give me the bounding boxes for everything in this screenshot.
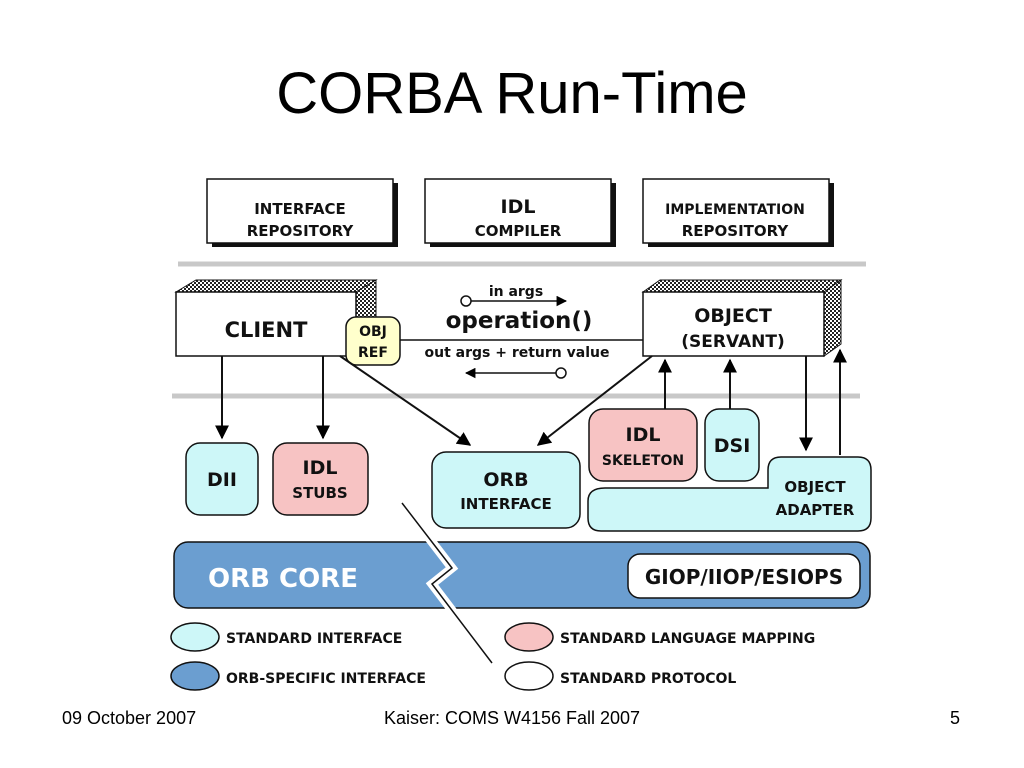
legend-protocol-label: STANDARD PROTOCOL — [560, 671, 736, 687]
legend-language-mapping-label: STANDARD LANGUAGE MAPPING — [560, 631, 815, 647]
implementation-repository-label-1: IMPLEMENTATION — [665, 202, 805, 218]
legend-orb-specific-swatch — [170, 661, 220, 691]
object-adapter-label-1: OBJECT — [784, 478, 846, 496]
client-to-orb-interface-arrow — [339, 355, 472, 446]
slide-title: CORBA Run-Time — [276, 61, 748, 126]
dsi-box: DSI — [704, 408, 760, 482]
out-args-start-node — [555, 367, 567, 379]
object-adapter-box: OBJECT ADAPTER — [587, 456, 872, 532]
idl-compiler-box: IDL COMPILER — [424, 178, 616, 247]
legend-standard-interface-swatch — [170, 622, 220, 652]
legend-orb-specific-label: ORB-SPECIFIC INTERFACE — [226, 671, 426, 687]
servant-label: (SERVANT) — [681, 332, 784, 352]
idl-stubs-label-1: IDL — [303, 457, 338, 479]
idl-skeleton-label-2: SKELETON — [602, 453, 684, 469]
operation-call: in args operation() out args + return va… — [400, 284, 643, 379]
legend-language-mapping-swatch — [504, 622, 554, 652]
idl-skeleton-label-1: IDL — [626, 424, 661, 446]
break-line — [398, 500, 496, 666]
obj-ref-label-1: OBJ — [359, 324, 387, 340]
idl-stubs-box: IDL STUBS — [272, 442, 369, 516]
orb-interface-box: ORB INTERFACE — [431, 451, 581, 529]
legend: STANDARD INTERFACE STANDARD LANGUAGE MAP… — [170, 622, 815, 691]
operation-label: operation() — [446, 308, 593, 334]
idl-skeleton-box: IDL SKELETON — [588, 408, 698, 482]
object-servant-box: OBJECT (SERVANT) — [641, 279, 843, 357]
orb-interface-label-2: INTERFACE — [460, 495, 552, 513]
dii-box: DII — [185, 442, 259, 516]
protocols-box — [627, 553, 861, 599]
legend-standard-interface-label: STANDARD INTERFACE — [226, 631, 402, 647]
connector-arrows — [215, 348, 847, 455]
object-adapter-label-2: ADAPTER — [776, 501, 855, 519]
orb-interface-label-1: ORB — [483, 469, 528, 491]
idl-stubs-label-2: STUBS — [292, 484, 347, 502]
slide-number: 5 — [950, 708, 961, 728]
implementation-repository-box: IMPLEMENTATION REPOSITORY — [642, 178, 834, 247]
footer-date: 09 October 2007 — [62, 708, 197, 728]
object-label: OBJECT — [694, 305, 772, 327]
client-box: CLIENT — [174, 279, 378, 357]
object-to-orb-interface-arrow — [536, 355, 653, 446]
orb-core-bar: ORB CORE GIOP/IIOP/ESIOPS — [173, 541, 871, 609]
idl-compiler-label-2: COMPILER — [475, 222, 562, 240]
dsi-label: DSI — [714, 435, 751, 457]
protocols-label: GIOP/IIOP/ESIOPS — [645, 565, 843, 589]
in-args-start-node — [460, 295, 472, 307]
footer-course: Kaiser: COMS W4156 Fall 2007 — [383, 708, 641, 728]
obj-ref-label-2: REF — [358, 345, 388, 361]
dii-label: DII — [207, 469, 237, 491]
orb-core-label: ORB CORE — [208, 564, 358, 594]
interface-repository-label-2: REPOSITORY — [247, 222, 355, 240]
interface-repository-label-1: INTERFACE — [254, 200, 346, 218]
out-args-label: out args + return value — [425, 345, 610, 361]
obj-ref-badge: OBJ REF — [345, 316, 401, 366]
interface-repository-box: INTERFACE REPOSITORY — [206, 178, 398, 247]
client-label: CLIENT — [225, 318, 309, 342]
legend-protocol-swatch — [504, 661, 554, 691]
idl-compiler-label-1: IDL — [501, 196, 536, 218]
in-args-label: in args — [489, 284, 543, 300]
implementation-repository-label-2: REPOSITORY — [682, 222, 790, 240]
